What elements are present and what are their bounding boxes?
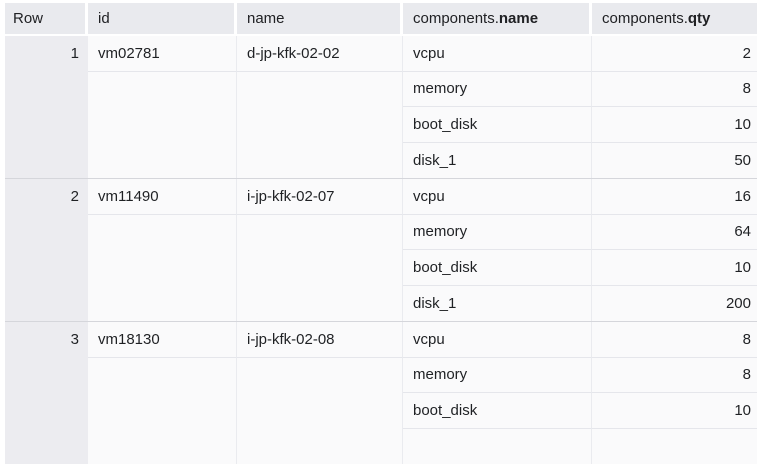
component-qty-cell: 8 (592, 322, 757, 358)
component-qty-cell: 10 (592, 107, 757, 143)
column-header-components-prefix: components. (413, 10, 499, 27)
id-cell-filler (88, 215, 237, 322)
name-cell: d-jp-kfk-02-02 (237, 36, 403, 72)
table-row-group: 3 vm18130 i-jp-kfk-02-08 vcpu 8 memory 8… (5, 321, 757, 464)
component-qty-cell: 10 (592, 393, 757, 429)
row-number: 2 (5, 179, 88, 215)
query-results-table: Row id name components.name components.q… (5, 3, 757, 464)
table-row-group: 2 vm11490 i-jp-kfk-02-07 vcpu 16 memory … (5, 178, 757, 321)
id-cell: vm18130 (88, 322, 237, 358)
column-header-components-name-bold: name (499, 10, 538, 27)
column-header-components-name: components.name (403, 3, 592, 34)
id-cell: vm11490 (88, 179, 237, 215)
column-header-name-label: name (247, 10, 285, 27)
component-qty-cell: 10 (592, 250, 757, 286)
name-cell-filler (237, 215, 403, 322)
row-number-cell: 2 (5, 179, 88, 321)
component-name-cell: disk_1 (403, 286, 592, 322)
column-header-id: id (88, 3, 237, 34)
name-cell-filler (237, 72, 403, 179)
component-name-cell: memory (403, 215, 592, 251)
column-header-components-qty: components.qty (592, 3, 757, 34)
component-name-cell: vcpu (403, 322, 592, 358)
id-cell: vm02781 (88, 36, 237, 72)
id-cell-filler (88, 72, 237, 179)
row-number-cell: 1 (5, 36, 88, 178)
component-name-cell: boot_disk (403, 393, 592, 429)
id-cell-filler (88, 358, 237, 464)
column-header-row: Row (5, 3, 88, 34)
column-header-name: name (237, 3, 403, 34)
name-cell: i-jp-kfk-02-08 (237, 322, 403, 358)
name-cell: i-jp-kfk-02-07 (237, 179, 403, 215)
component-name-cell: disk_1 (403, 143, 592, 179)
row-number: 3 (5, 322, 88, 358)
component-name-cell-empty (403, 429, 592, 464)
component-qty-cell: 64 (592, 215, 757, 251)
component-qty-cell: 2 (592, 36, 757, 72)
component-qty-cell: 200 (592, 286, 757, 322)
column-header-id-label: id (98, 10, 110, 27)
column-header-components-qty-bold: qty (688, 10, 711, 27)
component-qty-cell: 16 (592, 179, 757, 215)
component-name-cell: boot_disk (403, 107, 592, 143)
component-qty-cell: 8 (592, 72, 757, 108)
component-name-cell: vcpu (403, 179, 592, 215)
component-name-cell: boot_disk (403, 250, 592, 286)
name-cell-filler (237, 358, 403, 464)
component-qty-cell-empty (592, 429, 757, 464)
row-number: 1 (5, 36, 88, 72)
component-qty-cell: 8 (592, 358, 757, 394)
column-header-components-prefix: components. (602, 10, 688, 27)
component-name-cell: memory (403, 358, 592, 394)
component-name-cell: vcpu (403, 36, 592, 72)
row-number-cell: 3 (5, 322, 88, 464)
column-header-row-label: Row (13, 10, 43, 27)
component-name-cell: memory (403, 72, 592, 108)
query-results-screen: Row id name components.name components.q… (0, 0, 763, 432)
table-header-row: Row id name components.name components.q… (5, 3, 757, 34)
component-qty-cell: 50 (592, 143, 757, 179)
table-row-group: 1 vm02781 d-jp-kfk-02-02 vcpu 2 memory 8… (5, 36, 757, 178)
